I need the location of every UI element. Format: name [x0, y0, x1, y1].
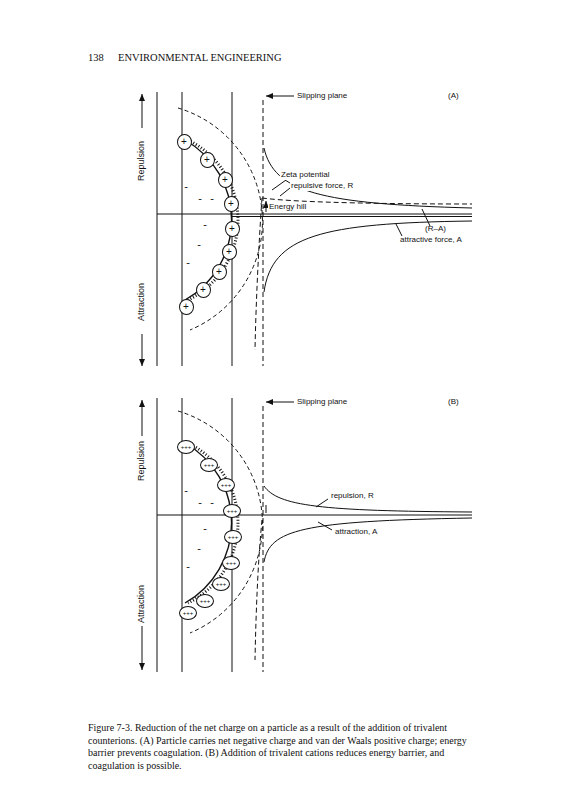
counterion-circle: +++ — [217, 478, 235, 492]
energy-hill-label: Energy hill — [268, 203, 307, 212]
counterion-circle: + — [212, 264, 227, 280]
axis-label: Attraction — [137, 283, 147, 321]
running-header: ENVIRONMENTAL ENGINEERING — [118, 52, 282, 64]
charge-sign: - — [186, 560, 190, 572]
counterion-circle: + — [179, 299, 194, 315]
charge-sign: +++ — [181, 444, 192, 450]
charge-sign: - — [210, 496, 214, 508]
curve-label: (R–A) — [425, 225, 446, 234]
charge-sign: - — [198, 192, 202, 204]
charge-sign: - — [197, 542, 201, 554]
charge-sign: + — [222, 175, 228, 185]
counterion-circle: + — [224, 196, 239, 212]
panel-letter: (A) — [448, 92, 459, 101]
counterion-circle: + — [200, 152, 215, 168]
charge-sign: - — [184, 484, 188, 496]
charge-sign: - — [184, 180, 188, 192]
text-label: repulsion, R — [330, 492, 375, 501]
text-label: Slipping plane — [297, 398, 347, 407]
zeta-label: Zeta potential — [280, 171, 330, 180]
counterion-circle: + — [222, 244, 237, 260]
text-label: (B) — [448, 398, 459, 407]
charge-sign: +++ — [200, 598, 211, 604]
counterion-circle: +++ — [179, 606, 197, 620]
charge-sign: - — [203, 522, 207, 534]
charge-sign: +++ — [226, 560, 237, 566]
slipping-plane-label: Slipping plane — [297, 92, 347, 101]
charge-sign: +++ — [227, 508, 238, 514]
axis-label: Repulsion — [137, 141, 147, 181]
charge-sign: + — [216, 267, 222, 277]
charge-sign: + — [226, 247, 232, 257]
charge-sign: +++ — [183, 610, 194, 616]
charge-sign: - — [186, 256, 190, 268]
counterion-circle: +++ — [196, 594, 214, 608]
charge-sign: +++ — [216, 581, 227, 587]
curve-label: repulsive force, R — [290, 182, 354, 191]
curve-label: attractive force, A — [400, 236, 462, 245]
charge-sign: - — [210, 192, 214, 204]
counterion-circle: +++ — [222, 556, 240, 570]
counterion-circle: +++ — [177, 440, 195, 454]
counterion-circle: + — [225, 221, 240, 237]
charge-sign: +++ — [204, 462, 215, 468]
charge-sign: + — [200, 285, 206, 295]
text-label: Attraction — [137, 585, 147, 623]
counterion-circle: +++ — [200, 458, 218, 472]
charge-sign: + — [204, 155, 210, 165]
charge-sign: - — [203, 218, 207, 230]
charge-sign: +++ — [228, 534, 239, 540]
counterion-circle: +++ — [223, 504, 241, 518]
charge-sign: - — [197, 238, 201, 250]
charge-sign: + — [183, 302, 189, 312]
charge-sign: - — [198, 496, 202, 508]
counterion-circle: + — [177, 134, 192, 150]
counterion-circle: + — [218, 172, 233, 188]
figure-caption: Figure 7-3. Reduction of the net charge … — [88, 722, 482, 772]
charge-sign: + — [181, 137, 187, 147]
charge-sign: +++ — [221, 482, 232, 488]
counterion-circle: +++ — [212, 577, 230, 591]
counterion-circle: + — [196, 282, 211, 298]
counterion-circle: +++ — [224, 530, 242, 544]
charge-sign: + — [228, 199, 234, 209]
text-label: Repulsion — [137, 441, 147, 481]
charge-sign: + — [229, 224, 235, 234]
text-label: attraction, A — [334, 528, 378, 537]
page-number: 138 — [88, 52, 104, 64]
